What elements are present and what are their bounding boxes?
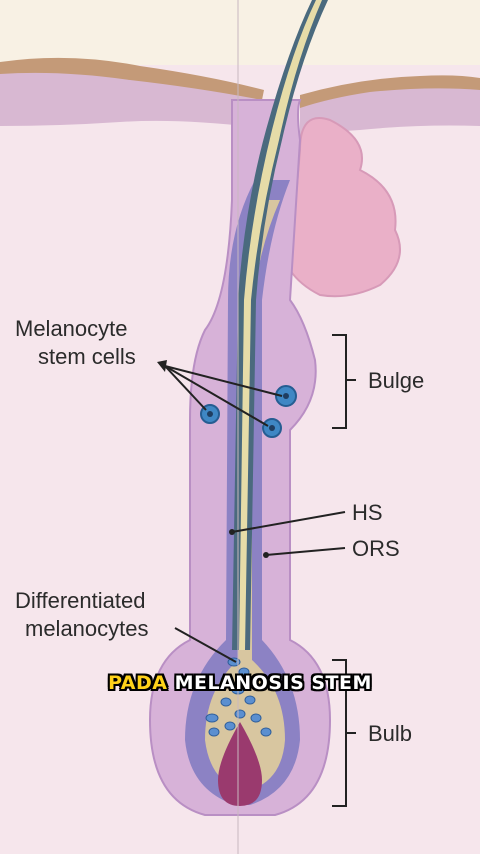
skin-surface-left [0,57,264,100]
bulb-bracket [332,659,356,807]
label-bulb: Bulb [368,721,412,746]
label-differentiated-2: melanocytes [25,616,149,641]
dermal-papilla [218,722,262,806]
label-melanocyte-stem-cells-2: stem cells [38,344,136,369]
label-melanocyte-stem-cells-1: Melanocyte [15,316,128,341]
leader-lines [164,365,346,663]
bulge-bracket [332,334,356,429]
label-ors: ORS [352,536,400,561]
label-differentiated-1: Differentiated [15,588,145,613]
hair-shaft-core [239,0,322,650]
caption-text: MELANOSIS STEM [167,672,372,694]
caption-highlight-word: PADA [108,672,168,694]
sky-area [0,0,480,65]
skin-surface-right [300,75,480,108]
sebaceous-gland [288,117,401,298]
leader-arrows [157,360,269,558]
video-caption: PADA MELANOSIS STEM [0,672,480,694]
label-hs: HS [352,500,383,525]
epidermis-left [0,63,262,129]
label-bulge: Bulge [368,368,424,393]
